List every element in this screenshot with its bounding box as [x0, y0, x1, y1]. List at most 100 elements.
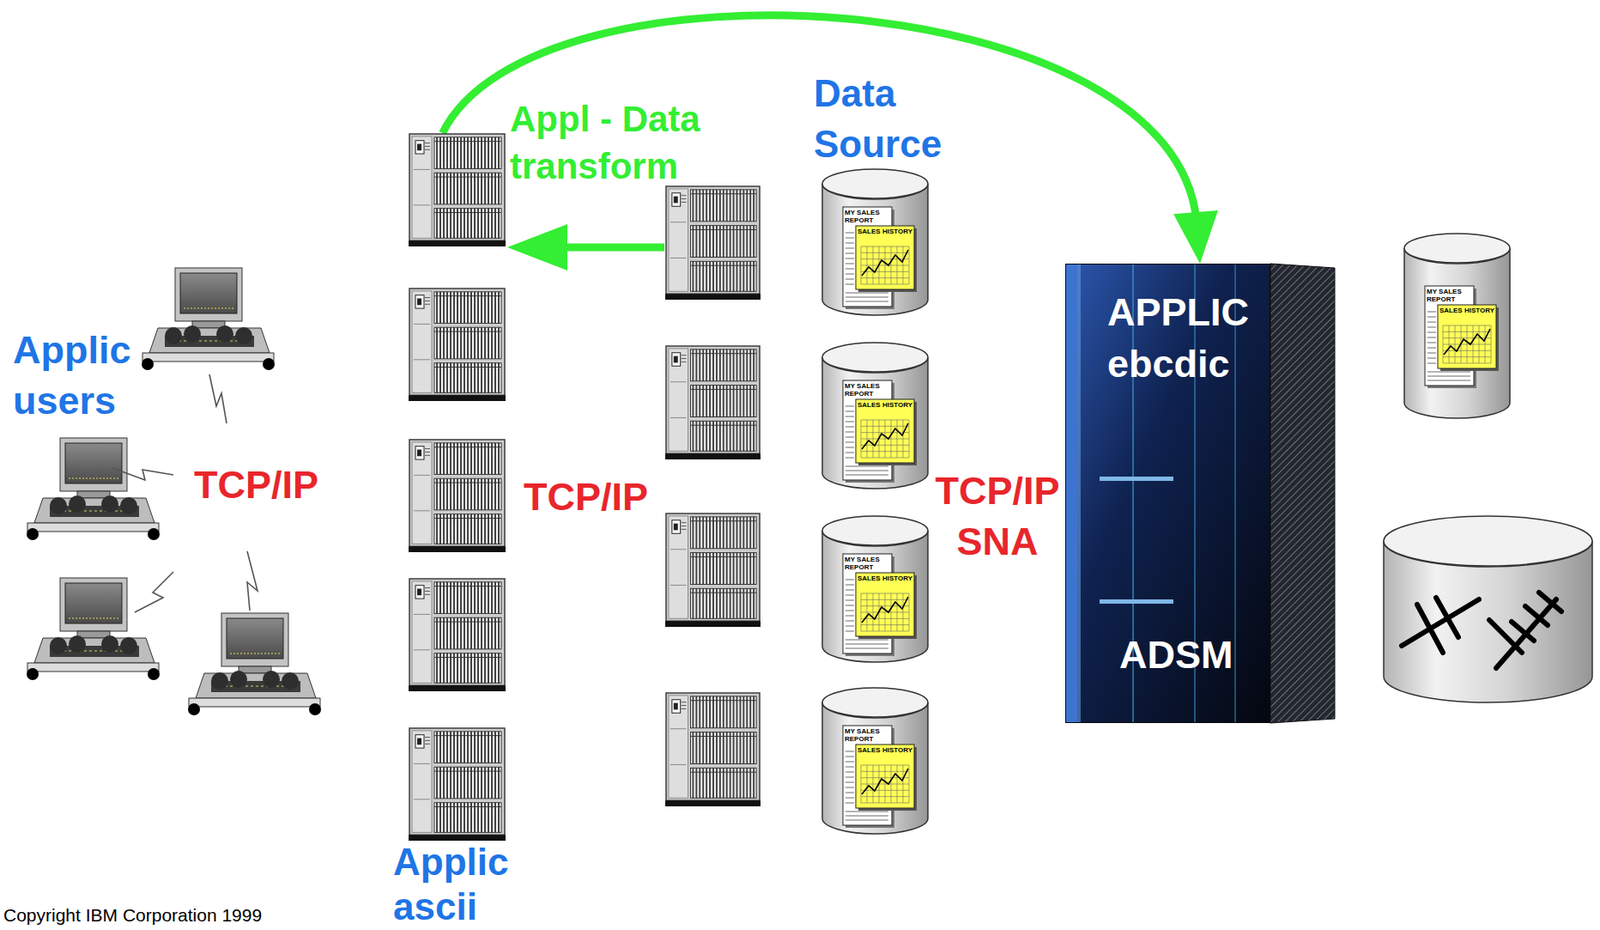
node-text: MY SALES REPORT: [844, 381, 891, 398]
server-node: Appl - Data transform: [408, 133, 506, 247]
drawing-line: [1427, 380, 1471, 382]
drawing-line: [845, 416, 855, 418]
drawing-polyline: [861, 596, 909, 623]
drawing-ellipse: [1404, 233, 1510, 263]
drawing-line: [1442, 343, 1491, 345]
drawing-line: [845, 452, 855, 454]
drawing-rect: [1099, 476, 1174, 481]
node-text: SALES HISTORY: [857, 400, 913, 409]
drawing-polyline: [861, 249, 909, 276]
drawing-line: [1427, 352, 1437, 354]
drawing-line: [860, 277, 910, 279]
drawing-line: [845, 474, 889, 476]
drawing-line: [845, 756, 855, 758]
drawing-line: [860, 450, 910, 452]
drawing-polyline: [1443, 328, 1491, 355]
drawing-line: [1436, 597, 1459, 637]
drawing-rect: [855, 744, 915, 808]
server-icon: [408, 578, 506, 691]
drawing-line: [860, 444, 910, 446]
drawing-line: [845, 630, 855, 632]
drawing-line: [860, 801, 910, 803]
drawing-line: [845, 301, 889, 303]
drawing-line: [860, 789, 910, 791]
drawing-polygon: [1270, 263, 1335, 723]
server-icon: [408, 133, 506, 247]
drawing-line: [845, 639, 889, 641]
node-text: SALES HISTORY: [857, 227, 913, 236]
node-text: MY SALES REPORT: [844, 727, 891, 743]
server-icon: [408, 133, 506, 247]
drawing-line: [1427, 357, 1437, 359]
server-icon: [408, 288, 506, 401]
drawing-line: [860, 764, 910, 766]
drawing-line: [860, 252, 910, 254]
drawing-ellipse: [822, 169, 928, 199]
drawing-ellipse: [822, 515, 928, 546]
arrow-shaft: [557, 243, 665, 252]
drawing-line: [860, 431, 910, 433]
copyright-note: Copyright IBM Corporation 1999: [3, 904, 262, 926]
drawing-rect: [1437, 304, 1497, 369]
drawing-line: [860, 795, 910, 797]
drawing-ellipse: [822, 342, 928, 372]
drawing-line: [845, 242, 855, 244]
drawing-path: [1404, 248, 1510, 419]
drawing-line: [860, 283, 910, 285]
tape-symbol: [1401, 592, 1562, 668]
drawing-line: [845, 579, 855, 581]
drawing-line: [845, 436, 855, 438]
drawing-path: [822, 702, 928, 834]
drawing-line: [1427, 311, 1437, 313]
drawing-line: [1427, 363, 1437, 364]
drawing-line: [845, 232, 855, 234]
drawing-line: [860, 246, 910, 248]
disk-cylinder: [821, 168, 929, 316]
drawing-line: [845, 589, 855, 591]
drawing-line: [845, 253, 855, 255]
drawing-line: [860, 770, 910, 772]
drawing-line: [860, 425, 910, 427]
drawing-line: [1442, 356, 1491, 358]
drawing-ellipse: [822, 687, 928, 717]
drawing-rect: [855, 399, 915, 463]
drawing-line: [845, 296, 889, 298]
node-title: Data Source: [813, 67, 964, 170]
lightning-link: [112, 467, 174, 480]
drawing-line: [845, 237, 855, 239]
drawing-line: [845, 278, 855, 280]
drawing-line: [1427, 371, 1471, 373]
drawing-line: [1489, 619, 1522, 653]
drawing-rect: [1099, 599, 1174, 604]
drawing-line: [845, 470, 889, 472]
drawing-polyline: [861, 768, 909, 794]
protocol-label: TCP/IP: [523, 472, 649, 522]
pc-icon: [187, 612, 322, 716]
drawing-line: [845, 648, 889, 649]
server-icon: [665, 345, 761, 460]
tape-storage: [1383, 515, 1593, 703]
drawing-rect: [1066, 264, 1271, 723]
drawing-line: [1511, 621, 1534, 641]
drawing-line: [845, 643, 889, 645]
drawing-line: [860, 437, 910, 439]
archive-disk: MY SALES REPORTSALES HISTORY: [1403, 232, 1511, 419]
drawing-line: [845, 457, 855, 459]
drawing-line: [845, 406, 855, 407]
drawing-line: [845, 792, 855, 794]
server-icon: [408, 439, 506, 552]
lightning-link: [209, 374, 227, 424]
drawing-line: [860, 258, 910, 260]
drawing-line: [845, 776, 855, 778]
node-text: SALES HISTORY: [857, 574, 913, 582]
drawing-line: [860, 264, 910, 266]
lightning-link: [247, 551, 258, 611]
disk-cylinder: [1403, 232, 1511, 419]
drawing-line: [845, 421, 855, 423]
drawing-line: [845, 431, 855, 433]
node-text: SALES HISTORY: [857, 745, 913, 754]
drawing-line: [845, 584, 855, 586]
drawing-line: [845, 248, 855, 249]
drawing-line: [1427, 347, 1437, 349]
drawing-line: [845, 802, 855, 804]
